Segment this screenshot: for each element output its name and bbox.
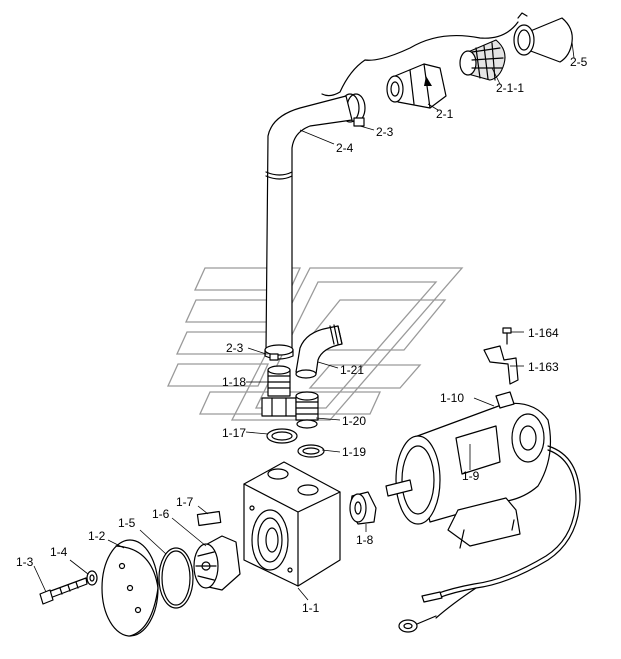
part-1-2-cover-plate [101,539,159,637]
label-1-21: 1-21 [340,363,364,377]
label-1-5: 1-5 [118,516,136,530]
label-1-7: 1-7 [176,495,194,509]
part-1-1-pump-housing [243,461,341,587]
label-1-3: 1-3 [16,555,34,569]
tether-wire [321,21,519,97]
part-1-21-elbow [295,324,343,379]
label-1-8: 1-8 [356,533,374,547]
part-1-6-impeller [193,535,241,591]
part-2-1-valve [386,63,447,109]
label-1-163: 1-163 [528,360,559,374]
part-2-5-inlet-cup [513,12,573,63]
label-2-5: 2-5 [570,55,588,69]
part-1-10-motor [385,391,552,549]
part-1-4-washer-hole [89,574,95,582]
label-2-3-top: 2-3 [376,125,394,139]
part-1-18-fitting [261,365,297,417]
part-1-164-screw [502,327,512,345]
label-2-1-1: 2-1-1 [496,81,524,95]
part-1-17-seal-ring [266,428,298,444]
callout-labels: 2-5 2-1-1 2-1 2-3 2-4 2-3 1-18 1-21 1-17… [16,55,588,615]
part-2-1-1-filter [459,39,506,81]
part-1-3-bolt [39,577,88,605]
label-2-1: 2-1 [436,107,454,121]
label-1-6: 1-6 [152,507,170,521]
part-1-163-bracket [483,345,519,385]
part-1-8-coupling [349,491,377,525]
part-1-5-o-ring [158,547,194,609]
label-2-3-mid: 2-3 [226,341,244,355]
part-1-7-key [196,510,222,527]
part-1-19-seal-ring-inner [302,447,320,455]
label-1-18: 1-18 [222,375,246,389]
label-1-19: 1-19 [342,445,366,459]
label-1-2: 1-2 [88,529,106,543]
label-1-1: 1-1 [302,601,320,615]
label-1-9: 1-9 [462,469,480,483]
label-1-4: 1-4 [50,545,68,559]
label-1-10: 1-10 [440,391,464,405]
part-2-3-hose-clamp-lower [264,344,294,361]
part-1-5-o-ring-inner [161,550,191,606]
part-1-4-washer [86,570,98,586]
leader-lines [33,41,575,601]
label-1-164: 1-164 [528,326,559,340]
part-1-17-seal-ring-inner [271,431,293,441]
part-1-19-seal-ring [297,444,325,458]
part-1-20-fitting [295,391,319,429]
label-2-4: 2-4 [336,141,354,155]
power-cable [398,445,581,633]
background-watermark [166,267,464,421]
label-1-17: 1-17 [222,426,246,440]
label-1-20: 1-20 [342,414,366,428]
